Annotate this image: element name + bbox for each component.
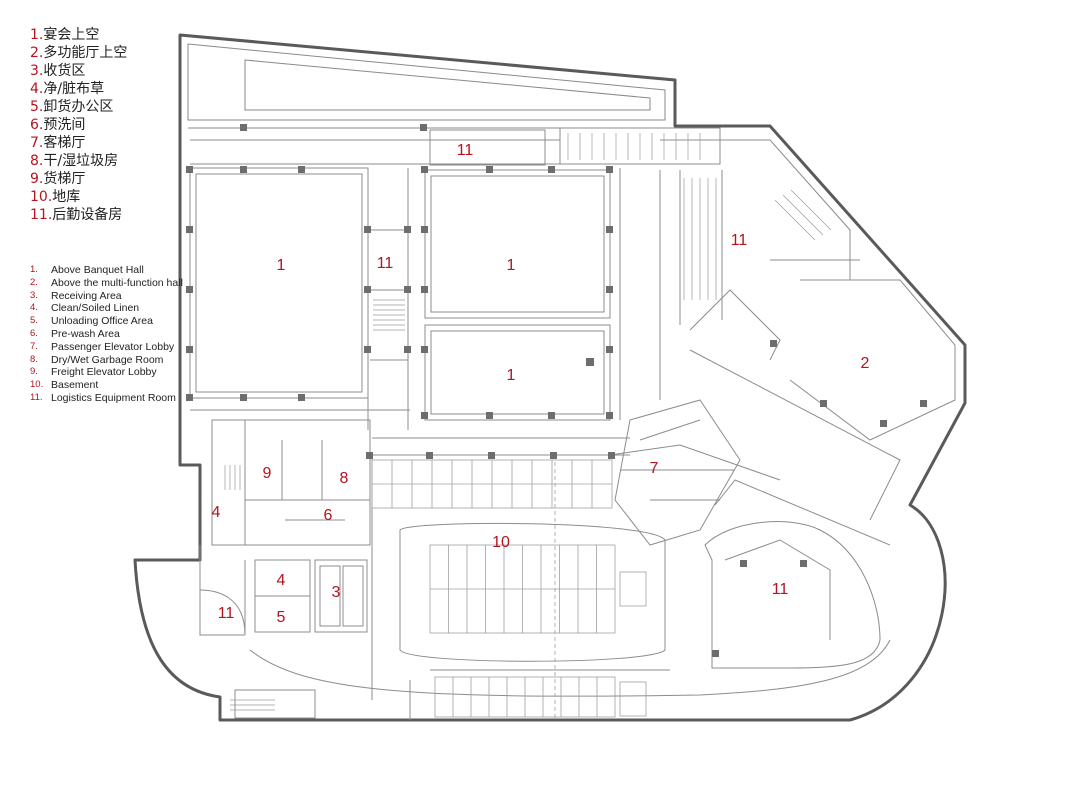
legend-item: 3.收货区: [30, 63, 86, 79]
room-label: 9: [263, 465, 272, 482]
stairs: [224, 133, 832, 711]
parking-grid: [371, 455, 647, 720]
columns: [186, 124, 927, 657]
legend-item: 11.Logistics Equipment Room: [30, 391, 176, 404]
room-label: 11: [377, 255, 394, 272]
legend-item: 2.Above the multi-function hall: [30, 276, 183, 289]
room-label: 11: [218, 605, 235, 622]
legend-item: 11.后勤设备房: [30, 207, 123, 223]
legend-chinese: 1.宴会上空 2.多功能厅上空 3.收货区 4.净/脏布草 5.卸货办公区 6.…: [30, 26, 127, 224]
legend-item: 1.宴会上空: [30, 27, 100, 43]
legend-english: 1.Above Banquet Hall 2.Above the multi-f…: [30, 264, 191, 405]
interior-lines: [189, 127, 956, 720]
legend-item: 2.多功能厅上空: [30, 45, 128, 61]
room-label: 1: [277, 257, 286, 274]
legend-item: 6.Pre-wash Area: [30, 327, 120, 340]
room-label: 1: [507, 257, 516, 274]
room-label: 5: [277, 609, 286, 626]
legend-item: 8.Dry/Wet Garbage Room: [30, 353, 164, 366]
room-label: 1: [507, 367, 516, 384]
legend-item: 8.干/湿垃圾房: [30, 153, 119, 169]
legend-item: 9.Freight Elevator Lobby: [30, 366, 157, 379]
legend-item: 1.Above Banquet Hall: [30, 264, 144, 276]
legend-item: 4.Clean/Soiled Linen: [30, 302, 140, 315]
legend-item: 4.净/脏布草: [30, 81, 105, 97]
outer-walls: [133, 33, 967, 722]
legend-item: 6.预洗间: [30, 117, 86, 133]
room-label: 7: [650, 460, 659, 477]
room-labels: 1 1 1 2 3 4 4 5 6 7 8 9 10 11 11 11 11 1…: [212, 142, 870, 626]
room-label: 3: [332, 584, 341, 601]
room-label: 8: [340, 470, 349, 487]
legend-item: 7.客梯厅: [30, 135, 86, 151]
room-label: 6: [324, 507, 333, 524]
legend-item: 5.卸货办公区: [30, 99, 114, 115]
legend-item: 9.货梯厅: [30, 171, 86, 187]
room-label: 10: [492, 534, 510, 551]
room-label: 2: [861, 355, 870, 372]
legend-item: 10.Basement: [30, 379, 99, 392]
room-label: 11: [772, 581, 789, 598]
legend-item: 7.Passenger Elevator Lobby: [30, 340, 175, 353]
legend-item: 5.Unloading Office Area: [30, 315, 153, 328]
room-label: 11: [731, 232, 748, 249]
room-label: 4: [277, 572, 286, 589]
legend-item: 10.地库: [30, 189, 81, 205]
legend-item: 3.Receiving Area: [30, 289, 122, 302]
room-label: 4: [212, 504, 221, 521]
room-label: 11: [457, 142, 474, 159]
